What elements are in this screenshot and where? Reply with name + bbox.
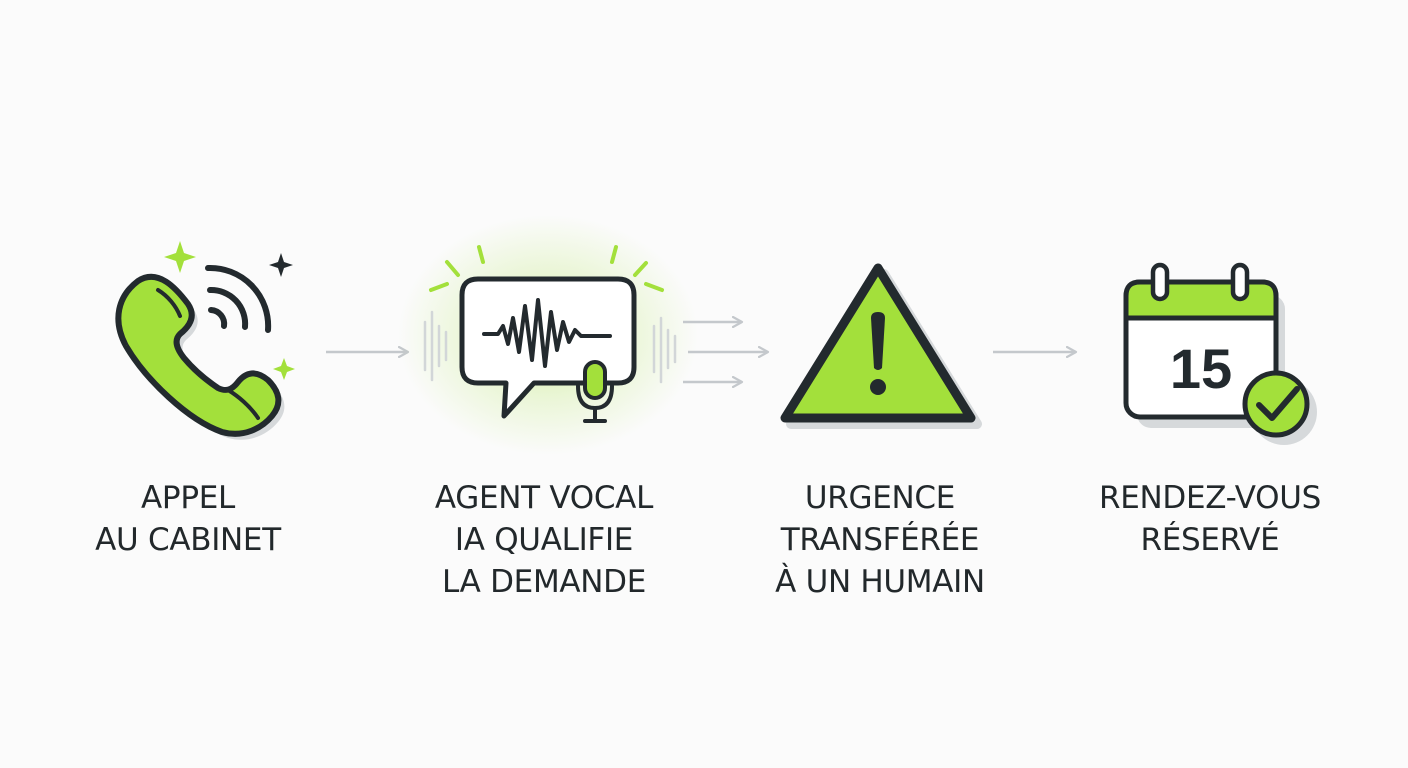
step-label-line: IA QUALIFIE — [454, 522, 634, 558]
step-label-line: URGENCE — [804, 480, 956, 516]
step-label-line: RENDEZ-VOUS — [1099, 480, 1321, 516]
step-label-line: AU CABINET — [95, 522, 281, 558]
voice-agent-chat-icon — [398, 215, 698, 455]
warning-triangle-icon — [780, 263, 982, 429]
step-label-line: TRANSFÉRÉE — [780, 522, 980, 558]
step-label-line: AGENT VOCAL — [434, 480, 654, 516]
calendar-check-icon — [1123, 262, 1317, 445]
step-label-urgency: URGENCE TRANSFÉRÉE À UN HUMAIN — [740, 477, 1020, 603]
step-label-appointment: RENDEZ-VOUS RÉSERVÉ — [1070, 477, 1350, 561]
step-label-line: RÉSERVÉ — [1140, 522, 1280, 558]
step-label-line: APPEL — [141, 480, 235, 516]
calendar-day-number: 15 — [1170, 337, 1232, 400]
step-label-voice-agent: AGENT VOCAL IA QUALIFIE LA DEMANDE — [404, 477, 684, 603]
flow-arrow-group — [683, 322, 768, 382]
phone-call-icon — [115, 241, 295, 440]
step-label-line: LA DEMANDE — [441, 564, 647, 600]
step-label-line: À UN HUMAIN — [775, 564, 985, 600]
step-label-call: APPEL AU CABINET — [63, 477, 313, 561]
